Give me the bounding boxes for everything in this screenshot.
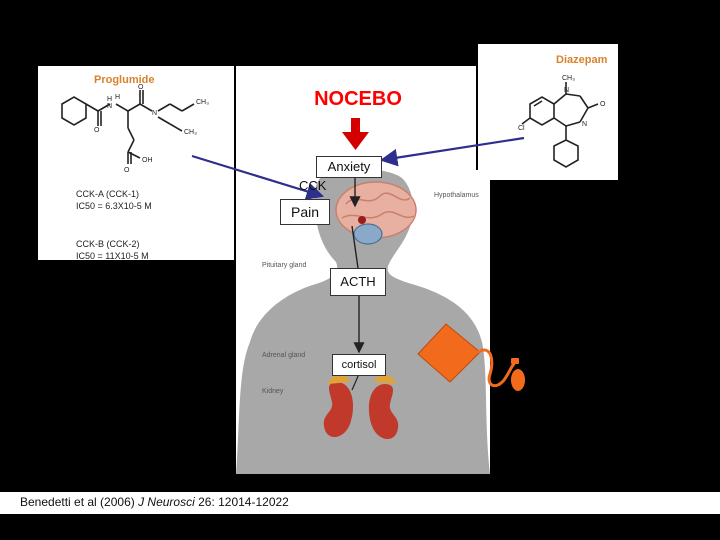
- cck-a-info: CCK-A (CCK-1) IC50 = 6.3X10-5 M: [76, 188, 152, 212]
- cck-a-ic50: IC50 = 6.3X10-5 M: [76, 201, 152, 211]
- svg-text:O: O: [138, 84, 144, 91]
- diazepam-panel: Diazepam CH₃ N O N Cl: [478, 44, 618, 180]
- svg-text:CH₃: CH₃: [196, 99, 209, 106]
- citation: Benedetti et al (2006) J Neurosci 26: 12…: [20, 495, 289, 509]
- svg-text:Cl: Cl: [518, 125, 525, 132]
- svg-text:N: N: [564, 87, 569, 94]
- adrenal-gland-icon: [328, 374, 396, 384]
- pituitary-label: Pituitary gland: [262, 262, 307, 269]
- cck-b-receptor: CCK-B (CCK-2): [76, 239, 140, 249]
- svg-text:N: N: [582, 121, 587, 128]
- kidney-label: Kidney: [262, 388, 284, 395]
- cck-label: CCK: [299, 178, 327, 193]
- diazepam-block-arrow: [379, 136, 525, 167]
- citation-bar: [0, 492, 720, 514]
- diazepam-structure-icon: CH₃ N O N Cl: [518, 75, 606, 168]
- proglumide-structure-icon: HN H O N CH₃ CH₃ O OH O: [61, 84, 209, 174]
- svg-text:CH₃: CH₃: [562, 75, 575, 82]
- acth-label: ACTH: [330, 268, 386, 296]
- svg-text:N: N: [107, 103, 112, 110]
- svg-text:N: N: [152, 110, 157, 117]
- brain-icon: [335, 181, 417, 245]
- diazepam-name: Diazepam: [556, 54, 608, 66]
- nocebo-title: NOCEBO: [314, 88, 402, 110]
- proglumide-name: Proglumide: [94, 74, 155, 86]
- citation-authors: Benedetti et al (2006): [20, 495, 139, 509]
- proglumide-block-arrow: [191, 154, 325, 200]
- cck-a-receptor: CCK-A (CCK-1): [76, 189, 140, 199]
- hypothalamus-label: Hypothalamus: [434, 192, 479, 199]
- svg-text:OH: OH: [142, 157, 153, 164]
- svg-text:O: O: [94, 127, 100, 134]
- blood-pressure-cuff-icon: [417, 323, 525, 391]
- anxiety-label: Anxiety: [316, 156, 382, 178]
- kidney-left-icon: [323, 382, 354, 438]
- adrenal-label: Adrenal gland: [262, 352, 306, 359]
- body-illustration: Hypothalamus Pituitary gland Adrenal gla…: [236, 170, 490, 474]
- cck-b-info: CCK-B (CCK-2) IC50 = 11X10-5 M: [76, 238, 149, 262]
- citation-journal: J Neurosci: [138, 495, 195, 509]
- human-silhouette-icon: [236, 170, 490, 474]
- svg-text:O: O: [124, 167, 130, 174]
- svg-text:O: O: [600, 101, 606, 108]
- cortisol-label: cortisol: [332, 354, 386, 376]
- pain-label: Pain: [280, 199, 330, 225]
- svg-text:CH₃: CH₃: [184, 129, 197, 136]
- kidney-right-icon: [368, 384, 399, 440]
- pituitary-to-acth-line: [351, 225, 359, 269]
- cortisol-pointer-line: [351, 373, 360, 391]
- citation-volume-pages: 26: 12014-12022: [194, 495, 289, 509]
- svg-text:H: H: [107, 96, 112, 103]
- nocebo-arrow-icon: [342, 118, 369, 150]
- cck-b-ic50: IC50 = 11X10-5 M: [76, 251, 149, 261]
- svg-text:H: H: [115, 94, 120, 101]
